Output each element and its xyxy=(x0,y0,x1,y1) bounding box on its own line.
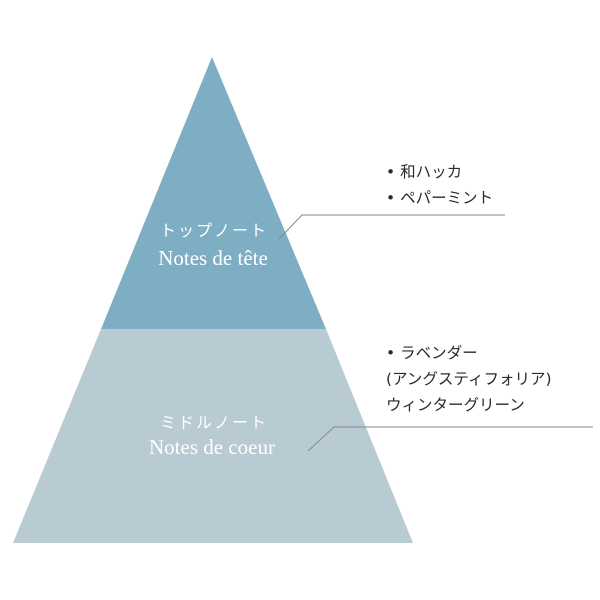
middle-note-item: (アングスティフォリア) xyxy=(386,370,552,388)
top-notes-title-jp: トップノート xyxy=(160,221,268,240)
top-notes-list: 和ハッカペパーミント xyxy=(386,159,493,211)
middle-notes-list: ラベンダー (アングスティフォリア) ウィンターグリーン xyxy=(386,340,552,418)
top-note-item: ペパーミント xyxy=(386,185,493,211)
middle-notes-leader-line xyxy=(307,426,593,452)
middle-notes-title-fr: Notes de coeur xyxy=(149,435,275,459)
middle-note-item: ラベンダー xyxy=(386,340,552,366)
top-note-item: 和ハッカ xyxy=(386,159,493,185)
top-notes-leader-line xyxy=(278,214,505,240)
middle-note-item: ウィンターグリーン xyxy=(386,396,525,414)
top-notes-tier xyxy=(101,57,326,329)
top-notes-title-fr: Notes de tête xyxy=(158,246,268,270)
middle-notes-tier xyxy=(13,329,413,543)
middle-notes-title-jp: ミドルノート xyxy=(160,413,268,432)
